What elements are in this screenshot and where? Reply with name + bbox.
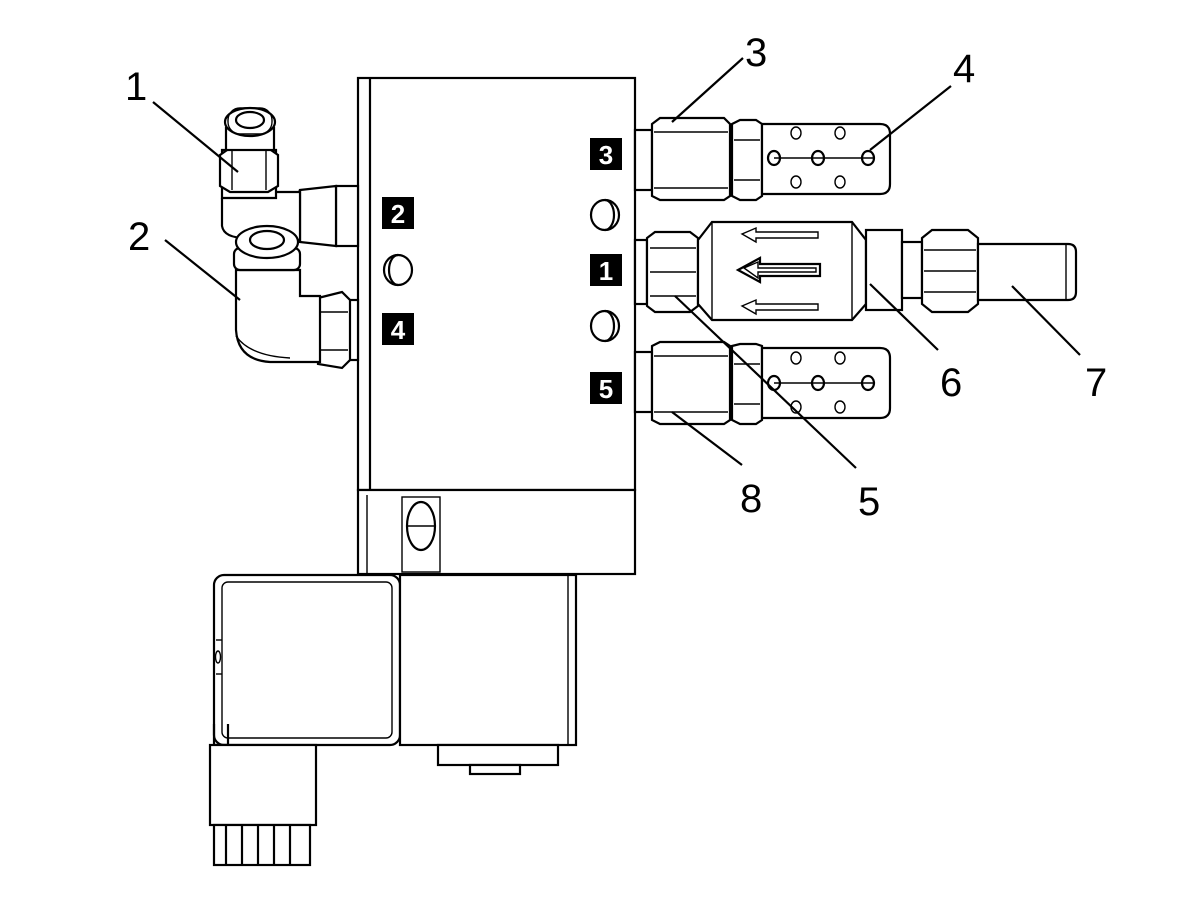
callout-8: 8 <box>740 477 762 521</box>
leader-line-4 <box>869 85 952 151</box>
flow-arrow-icon <box>740 298 819 316</box>
leader-line-8 <box>671 411 743 466</box>
leader-line-7 <box>1011 285 1081 356</box>
body-screw-right-upper <box>589 198 621 232</box>
flow-arrow-icon <box>735 256 822 284</box>
port-badge-1: 1 <box>590 254 622 286</box>
silencer-port-5 <box>633 340 892 426</box>
callout-1: 1 <box>125 65 147 109</box>
leader-lines <box>152 57 1081 469</box>
port-badge-3: 3 <box>590 138 622 170</box>
flow-arrow-icon <box>740 226 819 244</box>
port-badge-4-label: 4 <box>391 315 406 345</box>
silencer-port-3 <box>633 116 892 202</box>
leader-line-5 <box>674 295 857 469</box>
callouts: 1 2 3 4 5 6 7 8 <box>125 31 1107 524</box>
callout-3: 3 <box>745 31 767 75</box>
inlet-assembly-port-1 <box>633 220 1078 322</box>
callout-2: 2 <box>128 215 150 259</box>
callout-6: 6 <box>940 361 962 405</box>
port-badge-5-label: 5 <box>599 374 613 404</box>
port-badge-2-label: 2 <box>391 199 405 229</box>
leader-line-6 <box>869 283 939 351</box>
push-in-elbow-fitting-port-2 <box>218 106 360 248</box>
callout-7: 7 <box>1085 361 1107 405</box>
connector-plug <box>208 724 318 867</box>
leader-line-3 <box>671 57 744 123</box>
adapter-block <box>356 488 637 576</box>
leader-line-2 <box>164 239 241 301</box>
port-badge-2: 2 <box>382 197 414 229</box>
port-badge-4: 4 <box>382 313 414 345</box>
body-screw-right-lower <box>589 309 621 343</box>
push-in-elbow-fitting-port-4 <box>232 224 360 370</box>
callout-4: 4 <box>953 47 975 91</box>
port-badge-1-label: 1 <box>599 256 613 286</box>
leader-line-1 <box>152 101 239 173</box>
solenoid-coil <box>212 573 578 776</box>
port-badge-5: 5 <box>590 372 622 404</box>
port-badge-3-label: 3 <box>599 140 613 170</box>
callout-5: 5 <box>858 480 880 524</box>
body-screw-left <box>382 253 414 287</box>
